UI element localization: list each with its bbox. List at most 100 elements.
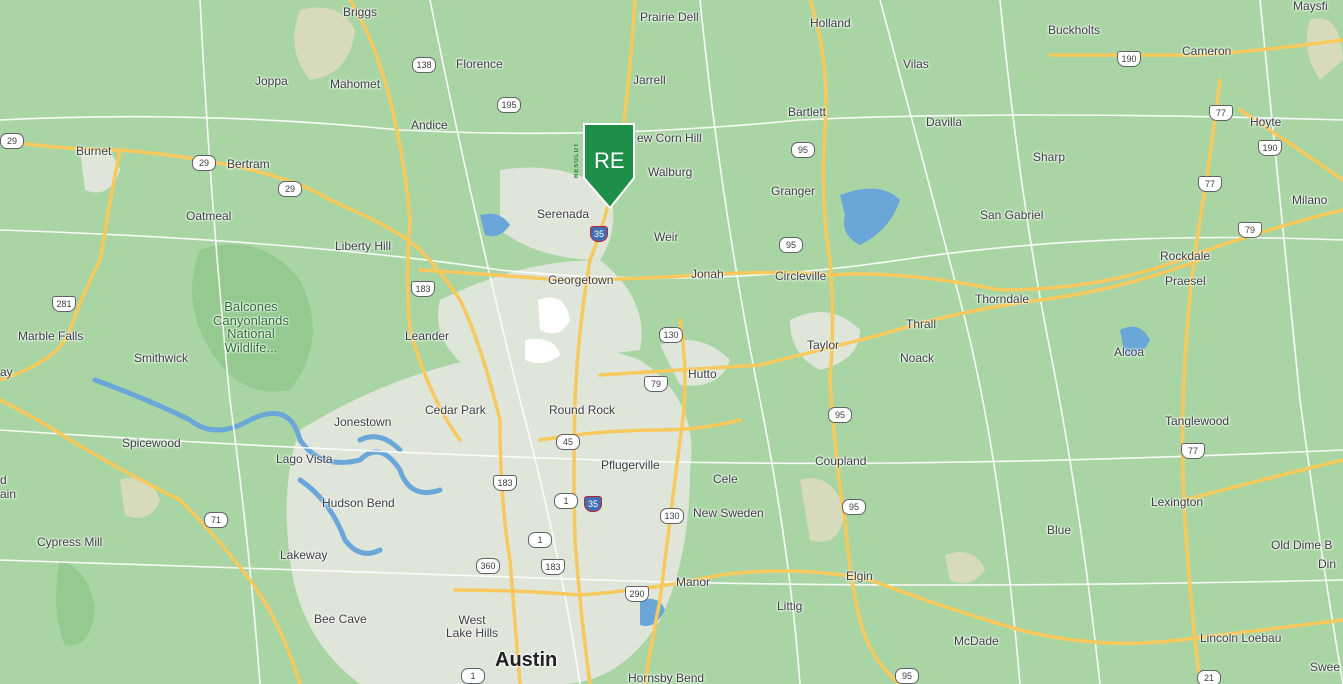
place-lincoln-loebau: Lincoln Loebau [1200, 631, 1282, 645]
place-hoyte: Hoyte [1250, 115, 1282, 129]
route-shield-183: 183 [411, 281, 435, 297]
place-blue: Blue [1047, 523, 1072, 537]
place-granger: Granger [771, 184, 816, 198]
route-shield-29: 29 [192, 155, 216, 171]
route-shield-79: 79 [1238, 222, 1262, 238]
route-shield-130: 130 [659, 327, 683, 343]
place-lexington: Lexington [1151, 495, 1204, 509]
route-shield-95: 95 [779, 237, 803, 253]
place-thorndale: Thorndale [975, 292, 1030, 306]
place-hornsby-bend: Hornsby Bend [628, 671, 705, 684]
marker-brand-text: RESOLUT [574, 142, 580, 178]
place-left-ay: ay [0, 365, 13, 379]
route-shield-77: 77 [1198, 176, 1222, 192]
park-balcones: Balcones Canyonlands National Wildlife..… [213, 299, 289, 355]
place-new-corn-hill: ew Corn Hill [637, 131, 702, 145]
place-noack: Noack [900, 351, 935, 365]
place-weir: Weir [654, 230, 679, 244]
place-pflugerville: Pflugerville [601, 458, 660, 472]
route-shield-360: 360 [476, 558, 500, 574]
route-shield-1: 1 [554, 493, 578, 509]
place-jonah: Jonah [691, 267, 724, 281]
place-cele: Cele [713, 472, 738, 486]
place-cameron: Cameron [1182, 44, 1232, 58]
route-shield-29: 29 [0, 133, 24, 149]
route-shield-1: 1 [461, 668, 485, 684]
route-shield-130: 130 [660, 508, 684, 524]
place-cedar-park: Cedar Park [425, 403, 486, 417]
place-burnet: Burnet [76, 144, 112, 158]
place-briggs: Briggs [343, 5, 378, 19]
place-hudson-bend: Hudson Bend [322, 496, 395, 510]
place-elgin: Elgin [846, 569, 873, 583]
place-circleville: Circleville [775, 269, 827, 283]
place-oatmeal: Oatmeal [186, 209, 232, 223]
place-prairie-dell: Prairie Dell [640, 10, 699, 24]
marker-logo: RE [594, 148, 625, 173]
route-shield-183: 183 [541, 559, 565, 575]
route-shield-195: 195 [497, 97, 521, 113]
route-shield-71: 71 [204, 512, 228, 528]
route-shield-190: 190 [1258, 140, 1282, 156]
place-smithwick: Smithwick [134, 351, 189, 365]
place-alcoa: Alcoa [1114, 345, 1145, 359]
place-san-gabriel: San Gabriel [980, 208, 1044, 222]
place-tanglewood: Tanglewood [1165, 414, 1230, 428]
place-lago-vista: Lago Vista [276, 452, 333, 466]
place-buckholts: Buckholts [1048, 23, 1101, 37]
place-mcdade: McDade [954, 634, 999, 648]
place-rockdale: Rockdale [1160, 249, 1211, 263]
place-jarrell: Jarrell [633, 73, 666, 87]
marker-shape [583, 123, 635, 210]
route-shield-95: 95 [791, 142, 815, 158]
place-lakeway: Lakeway [280, 548, 328, 562]
place-walburg: Walburg [648, 165, 693, 179]
route-shield-29: 29 [278, 181, 302, 197]
place-left-ain: ain [0, 487, 17, 501]
route-shield-281: 281 [52, 296, 76, 312]
place-sharp: Sharp [1033, 150, 1066, 164]
place-georgetown: Georgetown [548, 273, 614, 287]
place-coupland: Coupland [815, 454, 867, 468]
place-mahomet: Mahomet [330, 77, 381, 91]
place-praesel: Praesel [1165, 274, 1206, 288]
place-jonestown: Jonestown [334, 415, 392, 429]
place-west-lake-hills: West Lake Hills [446, 613, 499, 640]
place-bertram: Bertram [227, 157, 270, 171]
place-milano: Milano [1292, 193, 1328, 207]
route-shield-77: 77 [1181, 443, 1205, 459]
place-thrall: Thrall [906, 317, 937, 331]
route-shield-95: 95 [842, 499, 866, 515]
route-shield-183: 183 [493, 475, 517, 491]
route-shield-i35: 35 [590, 226, 608, 242]
place-new-sweden: New Sweden [693, 506, 764, 520]
place-littig: Littig [777, 599, 803, 613]
route-shield-190: 190 [1117, 51, 1141, 67]
place-old-dime-box: Old Dime B [1271, 538, 1333, 552]
place-serenada: Serenada [537, 207, 590, 221]
place-cypress-mill: Cypress Mill [37, 535, 103, 549]
route-shield-i35: 35 [584, 496, 602, 512]
place-marble-falls: Marble Falls [18, 329, 84, 343]
place-liberty-hill: Liberty Hill [335, 239, 392, 253]
place-round-rock: Round Rock [549, 403, 616, 417]
place-andice: Andice [411, 118, 448, 132]
route-shield-1: 1 [528, 532, 552, 548]
route-shield-138: 138 [412, 57, 436, 73]
route-shield-77: 77 [1209, 105, 1233, 121]
place-florence: Florence [456, 57, 503, 71]
place-spicewood: Spicewood [122, 436, 181, 450]
place-taylor: Taylor [807, 338, 840, 352]
route-shield-290: 290 [625, 586, 649, 602]
place-austin: Austin [495, 649, 558, 671]
location-marker[interactable]: RESOLUT RE [574, 122, 636, 212]
place-maysfield: Maysfi [1293, 0, 1328, 13]
place-davilla: Davilla [926, 115, 963, 129]
route-shield-95: 95 [828, 407, 852, 423]
place-leander: Leander [405, 329, 450, 343]
route-shield-95: 95 [895, 668, 919, 684]
place-bartlett: Bartlett [788, 105, 827, 119]
route-shield-45: 45 [556, 434, 580, 450]
